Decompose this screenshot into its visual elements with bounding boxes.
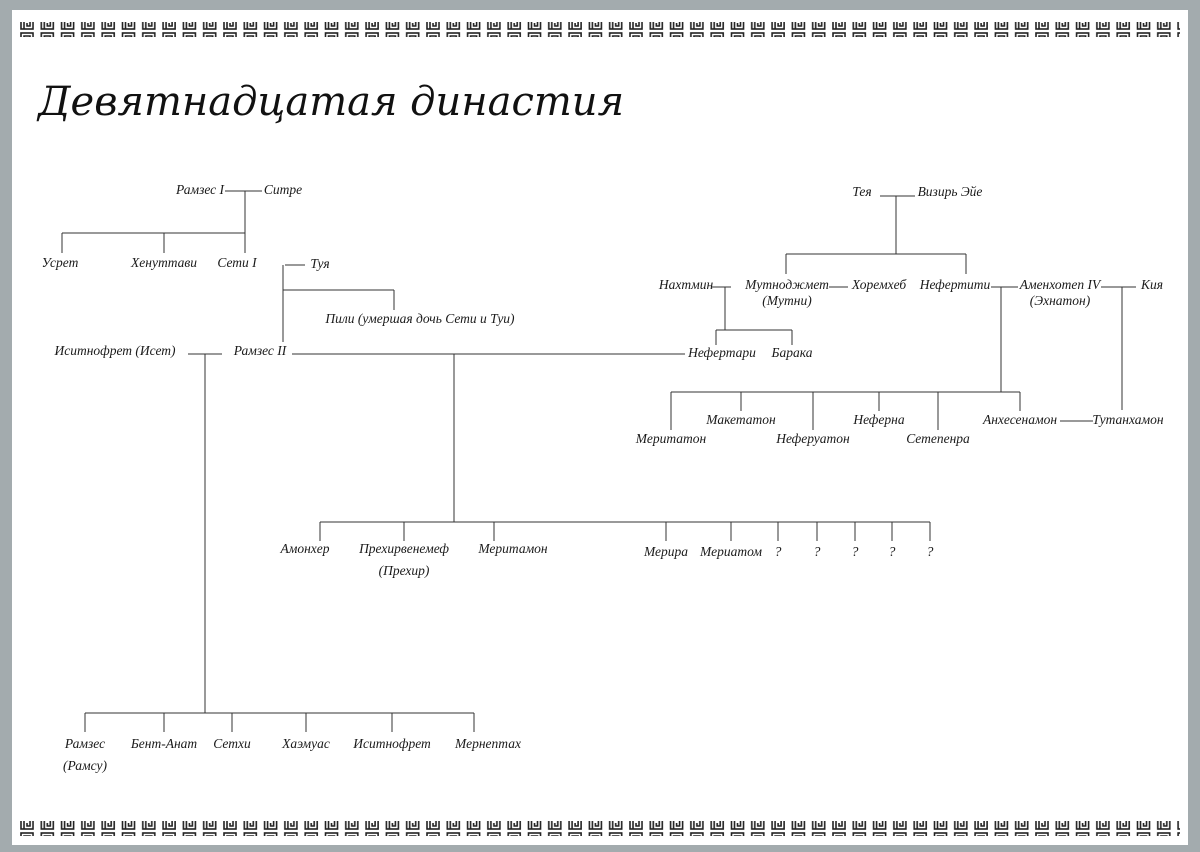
person-prehirwenemef: Прехирвенемеф — [358, 541, 449, 556]
person-setepenre: Сетепенра — [906, 431, 970, 446]
person-ramses-ii: Рамзес II — [233, 343, 288, 358]
person-tuya: Туя — [310, 256, 329, 271]
person-isetnofret: Иситнофрет — [352, 736, 431, 751]
person-unknown: ? — [889, 544, 896, 559]
person-merneptah: Мернептах — [454, 736, 521, 751]
meander-border-top — [20, 22, 1180, 37]
person-ramses: Рамзес — [64, 736, 105, 751]
person-neferneferure: Неферна — [852, 412, 904, 427]
page-title: Девятнадцатая династия — [36, 79, 624, 125]
person-nefertari: Нефертари — [687, 345, 756, 360]
person-labels: Рамзес I Ситре Усрет Хенуттави Сети I Ту… — [42, 182, 1164, 773]
person-meritaten: Меритатон — [635, 431, 707, 446]
person-bentanat: Бент-Анат — [130, 736, 198, 751]
connector-lines — [61, 190, 1136, 732]
person-unknown: ? — [814, 544, 821, 559]
person-ankhesenamun: Анхесенамон — [982, 412, 1057, 427]
person-meriatom: Мериатом — [699, 544, 762, 559]
person-mutnodjmet-alias: (Мутни) — [762, 293, 812, 308]
person-isetnofret-iset: Иситнофрет (Исет) — [53, 343, 176, 358]
person-meritamon: Меритамон — [477, 541, 548, 556]
person-prehirwenemef-alias: (Прехир) — [379, 563, 430, 578]
person-kiya: Кия — [1140, 277, 1163, 292]
person-amenhotep-iv: Аменхотеп IV — [1019, 277, 1102, 292]
person-baraka: Барака — [771, 345, 813, 360]
person-tutankhamun: Тутанхамон — [1092, 412, 1163, 427]
person-akhenaten-alias: (Эхнатон) — [1030, 293, 1091, 308]
person-teya: Тея — [852, 184, 871, 199]
person-seti-i: Сети I — [217, 255, 258, 270]
person-nefertiti: Нефертити — [919, 277, 991, 292]
person-sitre: Ситре — [264, 182, 302, 197]
person-vizier-ay: Визирь Эйе — [918, 184, 983, 199]
person-usret: Усрет — [42, 255, 79, 270]
person-khaemwaset: Хаэмуас — [281, 736, 330, 751]
person-ramses-alias: (Рамсу) — [63, 758, 107, 773]
meander-border-bottom — [20, 821, 1180, 836]
person-unknown: ? — [927, 544, 934, 559]
person-sethi: Сетхи — [213, 736, 251, 751]
person-henuttawi: Хенуттави — [130, 255, 197, 270]
person-horemheb: Хоремхеб — [851, 277, 908, 292]
person-neferuaten: Неферуатон — [775, 431, 850, 446]
person-ramses-i: Рамзес I — [175, 182, 226, 197]
person-maketaten: Макетатон — [705, 412, 776, 427]
person-nakhtmin: Нахтмин — [658, 277, 714, 292]
person-unknown: ? — [775, 544, 782, 559]
person-unknown: ? — [852, 544, 859, 559]
person-amonher: Амонхер — [279, 541, 329, 556]
person-pili: Пили (умершая дочь Сети и Туи) — [324, 311, 515, 326]
person-merira: Мерира — [643, 544, 688, 559]
person-mutnodjmet: Мутноджмет — [744, 277, 829, 292]
page-sheet — [12, 10, 1188, 845]
